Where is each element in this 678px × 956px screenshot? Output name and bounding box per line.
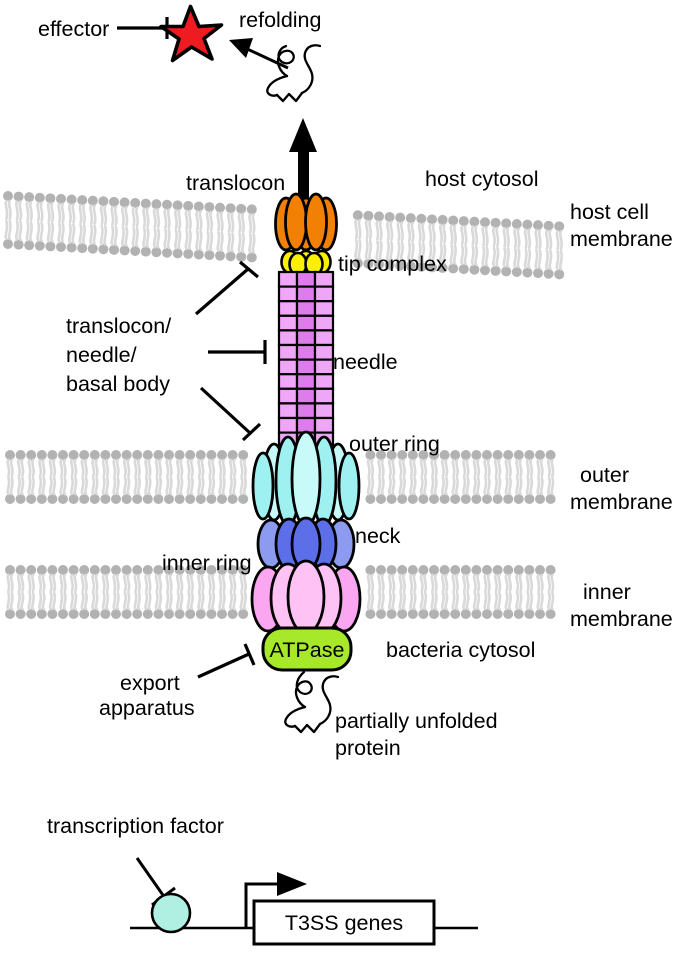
inner-ring <box>250 559 362 635</box>
inner-membrane-label-line2: membrane <box>570 607 673 631</box>
needle-subunit <box>277 343 299 361</box>
needle-subunit <box>295 373 317 390</box>
needle-subunit <box>295 270 317 288</box>
needle-subunit <box>277 300 299 317</box>
export-apparatus-label-line2: apparatus <box>99 696 195 720</box>
partially-unfolded-label-line2: protein <box>335 736 401 760</box>
needle-subunit <box>295 402 317 420</box>
neck-label: neck <box>355 524 401 548</box>
needle-subunit <box>313 285 335 303</box>
needle-subunit <box>313 329 335 347</box>
t3ss-genes-box <box>252 899 436 946</box>
secretion-arrow-up <box>289 118 317 200</box>
promoter-bent-arrow <box>244 872 307 928</box>
needle-subunit <box>313 358 335 376</box>
inhibitor-group-label-line1: translocon/ <box>66 314 171 338</box>
needle-subunit <box>277 402 299 420</box>
needle-subunit <box>313 416 335 434</box>
host-cell-membrane-label-line2: membrane <box>570 227 673 251</box>
transcription-factor-label: transcription factor <box>47 814 224 838</box>
outer-membrane-label-line1: outer <box>580 463 629 487</box>
needle-subunit <box>277 373 299 390</box>
inner-membrane-label-line1: inner <box>583 580 631 604</box>
refolding-protein-squiggle <box>266 44 322 103</box>
inner-membrane-bilayer <box>5 565 556 619</box>
neck <box>256 516 356 572</box>
needle-subunit <box>295 358 317 376</box>
needle-subunit <box>313 300 335 317</box>
needle-subunit <box>313 314 335 332</box>
inhibitor-group-label-line3: basal body <box>66 372 170 396</box>
needle-subunit <box>313 373 335 390</box>
needle-subunit <box>295 387 317 405</box>
outer-ring <box>251 430 361 528</box>
needle-subunit <box>295 416 317 434</box>
host-cell-membrane-bilayer <box>3 191 565 280</box>
host-cell-membrane-label-line1: host cell <box>570 200 649 224</box>
partially-unfolded-protein-squiggle <box>284 670 340 734</box>
needle-subunit <box>277 285 299 303</box>
needle-subunit <box>295 343 317 361</box>
needle-subunit <box>277 387 299 405</box>
needle-subunit <box>313 270 335 288</box>
export-apparatus-label-line1: export <box>120 671 180 695</box>
needle-subunit <box>295 300 317 317</box>
needle-subunit <box>295 314 317 332</box>
needle-subunit <box>277 329 299 347</box>
partially-unfolded-label-line1: partially unfolded <box>335 709 498 733</box>
needle-subunit <box>295 329 317 347</box>
needle-subunit <box>277 270 299 288</box>
needle-subunit <box>277 314 299 332</box>
needle-label: needle <box>333 350 398 374</box>
translocon-needle-basalbody-inhibitions <box>194 260 267 442</box>
host-cytosol-label: host cytosol <box>425 167 539 191</box>
atpase-complex <box>261 626 353 672</box>
refolding-arrow <box>229 38 289 70</box>
outer-ring-label: outer ring <box>349 432 440 456</box>
atpase-label: ATPase <box>270 638 345 662</box>
refolding-label: refolding <box>239 8 321 32</box>
inner-ring-label: inner ring <box>162 551 252 575</box>
needle-subunit <box>313 402 335 420</box>
effector-label: effector <box>38 17 109 41</box>
t3ss-genes-label: T3SS genes <box>285 911 403 935</box>
outer-membrane-bilayer <box>5 450 556 504</box>
translocon-complex <box>274 192 338 252</box>
needle-subunit <box>313 387 335 405</box>
bacteria-cytosol-label: bacteria cytosol <box>386 638 535 662</box>
export-apparatus-inhibition <box>197 643 256 679</box>
effector-inhibition-connector <box>117 17 169 39</box>
translocon-label: translocon <box>186 171 285 195</box>
needle-subunit <box>295 285 317 303</box>
transcription-factor-circle <box>150 892 192 934</box>
needle-subunit <box>277 358 299 376</box>
needle-subunit <box>277 416 299 434</box>
outer-membrane-label-line2: membrane <box>570 490 673 514</box>
tip-complex-label: tip complex <box>338 252 447 276</box>
needle-subunit <box>313 343 335 361</box>
inhibitor-group-label-line2: needle/ <box>66 343 137 367</box>
effector-star-icon <box>159 4 224 63</box>
